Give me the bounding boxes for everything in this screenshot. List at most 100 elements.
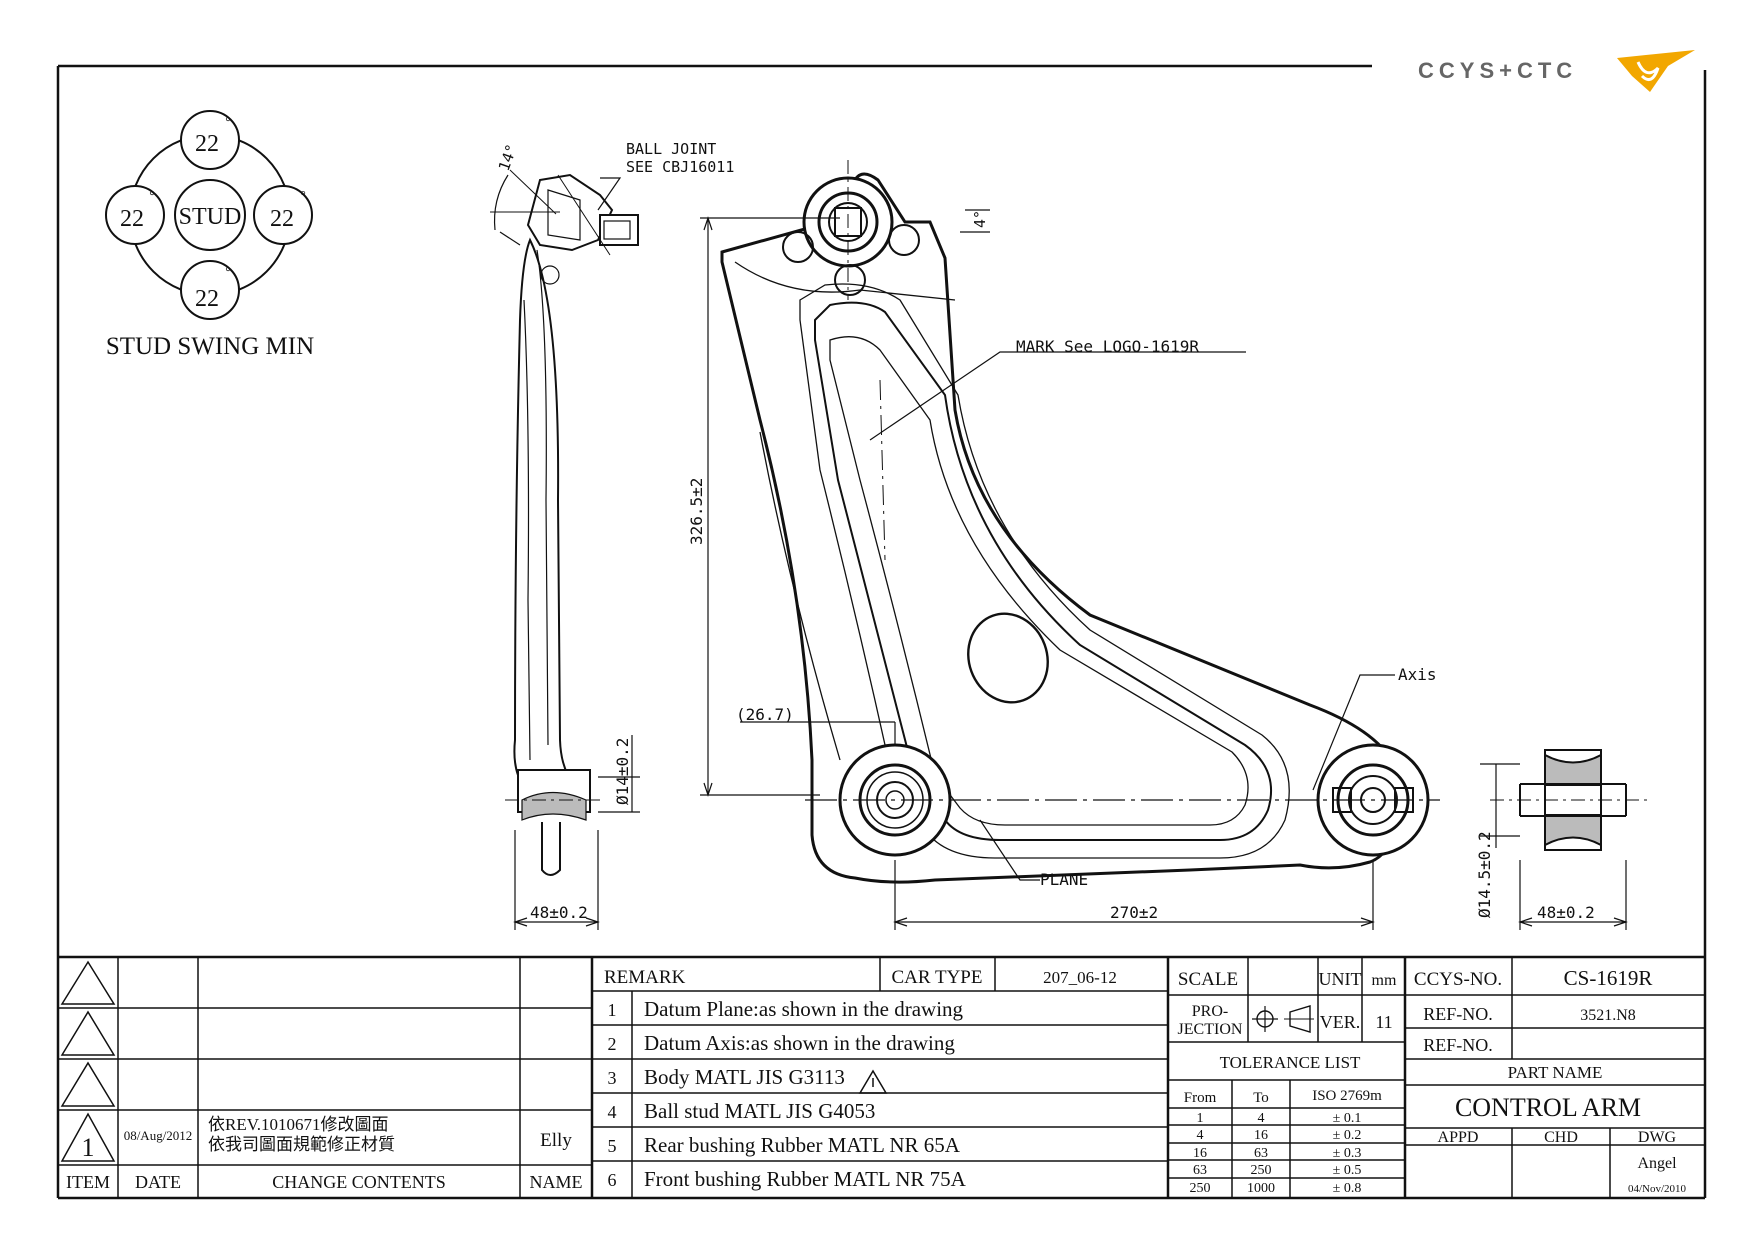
header-item: ITEM xyxy=(66,1172,110,1192)
plane-note: PLANE xyxy=(1040,870,1088,889)
header-change: CHANGE CONTENTS xyxy=(272,1172,446,1192)
swing-angle-top: 22 xyxy=(195,131,219,157)
projection-label-2: JECTION xyxy=(1178,1021,1243,1038)
scale-label: SCALE xyxy=(1178,969,1238,990)
svg-text:6: 6 xyxy=(608,1170,617,1190)
part-name-label: PART NAME xyxy=(1508,1063,1603,1082)
remark-item-5: Rear bushing Rubber MATL NR 65A xyxy=(644,1133,961,1157)
title-block-grid xyxy=(58,955,1705,1198)
front-view xyxy=(720,160,1440,884)
header-date: DATE xyxy=(135,1172,181,1192)
svg-text:°: ° xyxy=(300,189,306,204)
ccys-no-value: CS-1619R xyxy=(1564,966,1653,990)
svg-text:°: ° xyxy=(225,265,231,280)
svg-text:250: 250 xyxy=(1190,1181,1211,1196)
svg-text:± 0.2: ± 0.2 xyxy=(1333,1128,1362,1143)
revision-change-line2: 依我司圖面規範修正材質 xyxy=(208,1135,395,1154)
part-name-value: CONTROL ARM xyxy=(1455,1093,1641,1122)
svg-text:ISO 2769m: ISO 2769m xyxy=(1312,1088,1382,1104)
revision-name: Elly xyxy=(540,1130,572,1151)
svg-text:To: To xyxy=(1253,1090,1269,1106)
drawn-date: 04/Nov/2010 xyxy=(1628,1183,1687,1195)
header-name: NAME xyxy=(530,1172,583,1192)
arm-inner-rib xyxy=(814,301,1273,841)
swing-angle-bottom: 22 xyxy=(195,286,219,312)
remark-item-1: Datum Plane:as shown in the drawing xyxy=(644,997,964,1021)
revision-date: 08/Aug/2012 xyxy=(124,1128,193,1143)
svg-text:1000: 1000 xyxy=(1247,1181,1275,1196)
tolerance-title: TOLERANCE LIST xyxy=(1220,1053,1361,1072)
car-type-value: 207_06-12 xyxy=(1043,968,1117,987)
revision-triangles xyxy=(60,960,1314,1162)
svg-text:3: 3 xyxy=(608,1068,617,1088)
appd-label: APPD xyxy=(1438,1129,1479,1146)
svg-text:4: 4 xyxy=(1197,1128,1204,1143)
dim-span: 270±2 xyxy=(1110,903,1158,922)
ball-joint-note-line1: BALL JOINT xyxy=(626,140,716,158)
svg-text:± 0.1: ± 0.1 xyxy=(1333,1111,1362,1126)
warning-icon xyxy=(858,1069,888,1094)
remark-label: REMARK xyxy=(604,967,686,988)
title-block-text: 1 08/Aug/2012 依REV.1010671修改圖面 依我司圖面規範修正… xyxy=(66,966,1687,1196)
angle-right-label: 4° xyxy=(971,210,989,228)
sheet-border xyxy=(56,64,1707,1200)
svg-text:16: 16 xyxy=(1254,1128,1268,1143)
svg-text:250: 250 xyxy=(1251,1163,1272,1178)
projection-label-1: PRO- xyxy=(1192,1003,1228,1020)
ref-no-label: REF-NO. xyxy=(1423,1004,1493,1024)
logo-text: CCYS+CTC xyxy=(1418,58,1577,83)
svg-text:From: From xyxy=(1184,1090,1217,1106)
stud-label: STUD xyxy=(179,204,242,230)
ref-no-label-2: REF-NO. xyxy=(1423,1035,1493,1055)
dim-width-left: 48±0.2 xyxy=(530,903,588,922)
svg-text:± 0.5: ± 0.5 xyxy=(1333,1163,1362,1178)
dim-width-right: 48±0.2 xyxy=(1537,903,1595,922)
axis-note: Axis xyxy=(1398,665,1437,684)
remark-item-3: Body MATL JIS G3113 xyxy=(644,1065,845,1089)
dim-dia-left: Ø14±0.2 xyxy=(613,738,632,805)
ball-joint-note-line2: SEE CBJ16011 xyxy=(626,158,734,176)
revision-item-number: 1 xyxy=(82,1133,95,1162)
side-view xyxy=(490,169,639,876)
arm-outline xyxy=(720,172,1402,884)
drawing-annotations: BALL JOINT SEE CBJ16011 14° 4° MARK See … xyxy=(495,140,1595,922)
svg-text:4: 4 xyxy=(1258,1111,1265,1126)
unit-value: mm xyxy=(1372,972,1397,989)
dim-offset: (26.7) xyxy=(736,705,794,724)
dimension-lines xyxy=(499,177,1628,930)
svg-text:63: 63 xyxy=(1193,1163,1207,1178)
ccys-no-label: CCYS-NO. xyxy=(1414,969,1502,990)
car-type-label: CAR TYPE xyxy=(892,967,983,988)
ver-label: VER. xyxy=(1320,1012,1361,1032)
ref-no-value: 3521.N8 xyxy=(1580,1007,1636,1024)
svg-text:63: 63 xyxy=(1254,1146,1268,1161)
mark-note: MARK See LOGO-1619R xyxy=(1016,337,1199,356)
svg-text:± 0.8: ± 0.8 xyxy=(1333,1181,1362,1196)
svg-text:2: 2 xyxy=(608,1034,617,1054)
remark-item-6: Front bushing Rubber MATL NR 75A xyxy=(644,1167,967,1191)
drawn-by: Angel xyxy=(1637,1155,1677,1172)
projection-symbol-icon xyxy=(1289,1005,1311,1033)
svg-text:16: 16 xyxy=(1193,1146,1207,1161)
remark-item-4: Ball stud MATL JIS G4053 xyxy=(644,1099,875,1123)
stud-swing-labels: 22 22 STUD 22 22 ° ° ° ° STUD SWING MIN xyxy=(106,115,314,360)
remark-item-2: Datum Axis:as shown in the drawing xyxy=(644,1031,955,1055)
revision-change-line1: 依REV.1010671修改圖面 xyxy=(208,1115,389,1134)
svg-text:°: ° xyxy=(149,189,155,204)
svg-text:°: ° xyxy=(225,115,231,130)
svg-text:1: 1 xyxy=(1197,1111,1204,1126)
dim-dia-right: Ø14.5±0.2 xyxy=(1475,831,1494,918)
swing-angle-left: 22 xyxy=(120,206,144,232)
svg-text:1: 1 xyxy=(608,1000,617,1020)
ver-value: 11 xyxy=(1375,1012,1392,1032)
angle-left-label: 14° xyxy=(495,142,521,174)
bushing-section xyxy=(1490,749,1650,851)
svg-text:4: 4 xyxy=(608,1102,617,1122)
dim-height: 326.5±2 xyxy=(687,478,706,545)
swing-angle-right: 22 xyxy=(270,206,294,232)
svg-text:5: 5 xyxy=(608,1136,617,1156)
lightening-hole xyxy=(967,612,1049,704)
unit-label: UNIT xyxy=(1319,969,1362,989)
stud-swing-diagram xyxy=(105,110,313,320)
